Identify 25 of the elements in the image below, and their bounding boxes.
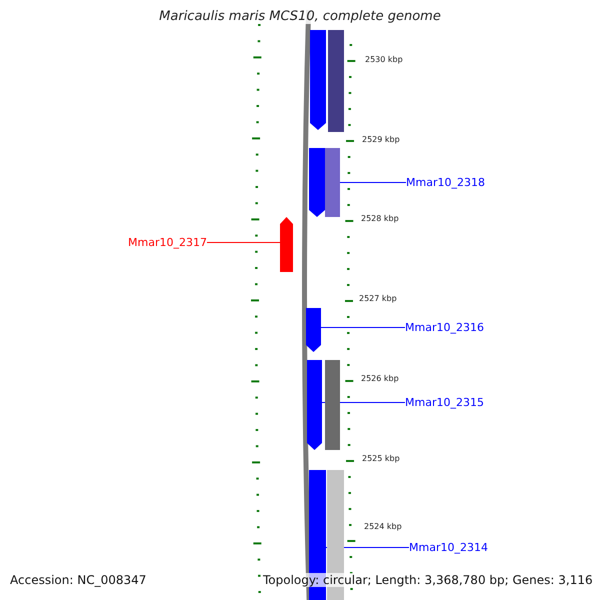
gene-block: [307, 360, 322, 450]
scale-label: 2530 kbp: [365, 55, 403, 64]
scale-label: 2528 kbp: [361, 214, 399, 223]
gene-label: Mmar10_2318: [406, 176, 485, 189]
gene-block: [325, 148, 340, 217]
gene-block: [325, 360, 340, 450]
gene-label: Mmar10_2317: [128, 236, 207, 249]
gene-block: [309, 148, 325, 217]
diagram-title: Maricaulis maris MCS10, complete genome: [157, 9, 443, 24]
leader-line: [320, 327, 406, 328]
genome-info-text: Accession: NC_008347: [9, 573, 148, 587]
gene-block: [280, 217, 293, 272]
gene-label: Mmar10_2315: [405, 396, 484, 409]
scale-label: 2526 kbp: [361, 374, 399, 383]
gene-block: [310, 30, 326, 130]
gene-block: [328, 30, 344, 132]
scale-label: 2525 kbp: [362, 454, 400, 463]
genome-info-text: Topology: circular; Length: 3,368,780 bp; Genes: 3,116: [262, 573, 594, 587]
scale-label: 2529 kbp: [362, 135, 400, 144]
scale-label: 2524 kbp: [364, 522, 402, 531]
leader-line: [206, 242, 280, 243]
gene-label: Mmar10_2314: [409, 541, 488, 554]
gene-block: [306, 308, 321, 352]
gene-label: Mmar10_2316: [405, 321, 484, 334]
scale-label: 2527 kbp: [359, 294, 397, 303]
